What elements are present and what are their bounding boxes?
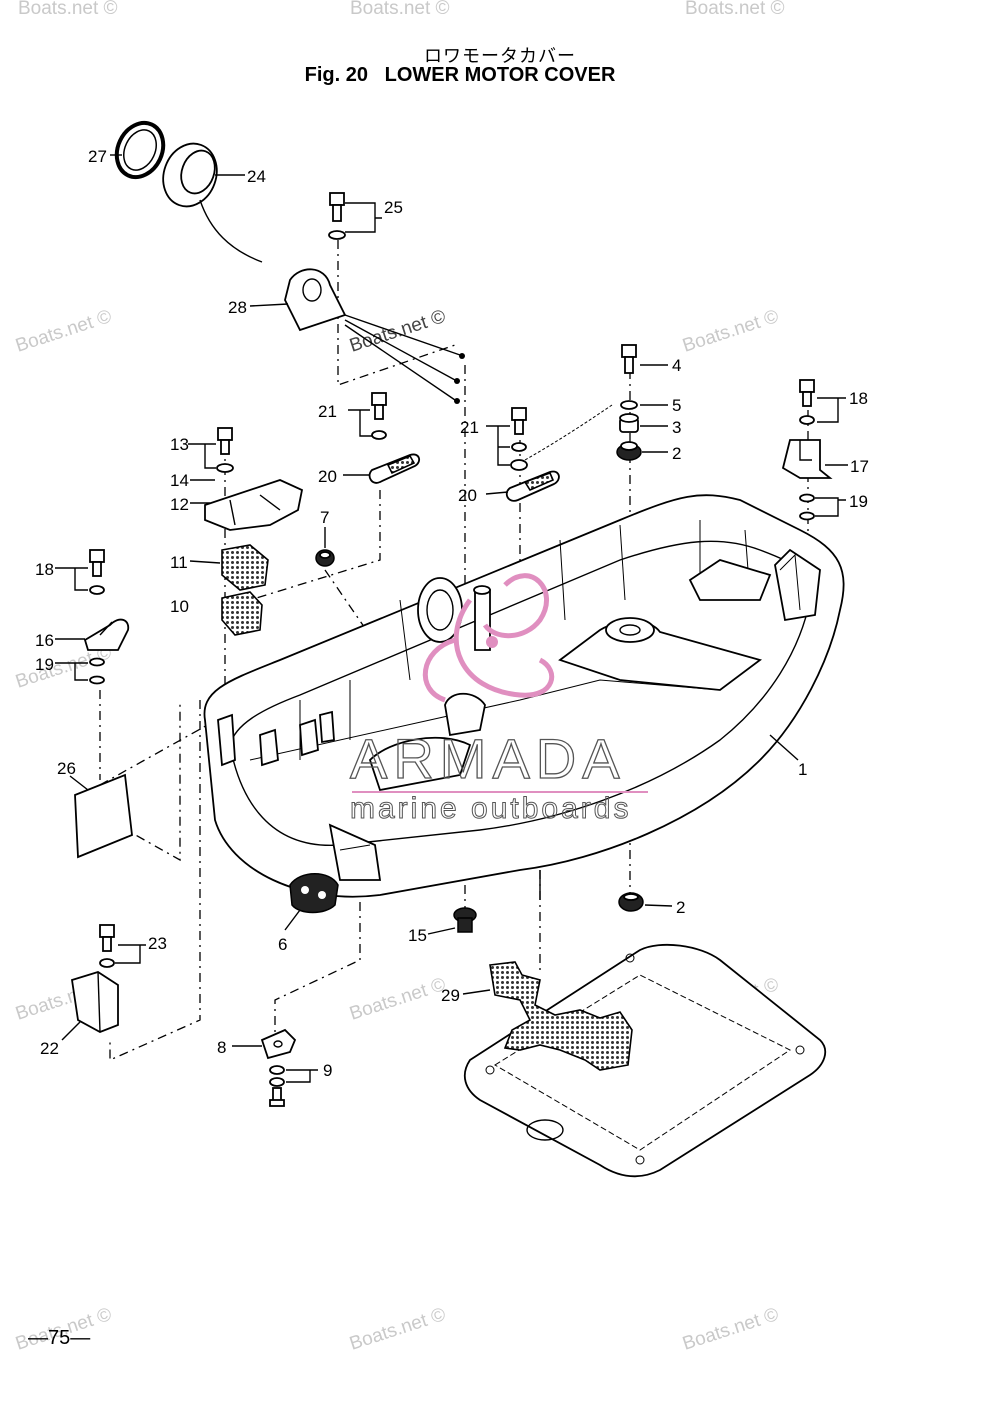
callout-28: 28 xyxy=(228,298,247,317)
callout-27: 27 xyxy=(88,147,107,166)
part-18-bolt xyxy=(799,379,815,425)
part-27-ring xyxy=(114,120,166,180)
part-7-grommet xyxy=(315,549,335,567)
callout-7: 7 xyxy=(320,508,329,527)
part-2-grommet xyxy=(616,441,642,461)
callout-6: 6 xyxy=(278,935,287,954)
part-19-washers-left xyxy=(89,657,105,685)
armada-logo: ARMADA marine outboards xyxy=(349,573,648,826)
part-20-plate-center xyxy=(505,470,560,502)
part-24-grommet xyxy=(162,142,263,263)
callout-22: 22 xyxy=(40,1039,59,1058)
callout-26: 26 xyxy=(57,759,76,778)
part-17-hook-bracket xyxy=(781,439,833,479)
part-9-bolt xyxy=(269,1065,285,1107)
callout-14: 14 xyxy=(170,471,189,490)
part-23-bolt xyxy=(99,924,115,968)
callout-19: 19 xyxy=(849,492,868,511)
part-15-grommet xyxy=(453,907,477,933)
wire xyxy=(524,404,613,461)
part-21-bolt-center xyxy=(510,407,528,471)
callout-17: 17 xyxy=(850,457,869,476)
callout-10: 10 xyxy=(170,597,189,616)
callout-16: 16 xyxy=(35,631,54,650)
callout-2-lower: 2 xyxy=(676,898,685,917)
logo-wordmark: ARMADA xyxy=(350,727,626,790)
watermark: Boats.net © xyxy=(347,1304,448,1355)
leader-lines xyxy=(55,154,848,1083)
part-6-grommet xyxy=(289,873,339,914)
callout-13: 13 xyxy=(170,435,189,454)
part-19-washers xyxy=(799,493,815,521)
watermark: Boats.net © xyxy=(680,1304,781,1355)
figure-title-japanese: ロワモータカバー xyxy=(424,46,576,67)
watermark: Boats.net © xyxy=(347,974,448,1025)
part-10-pad xyxy=(221,591,263,636)
part-2-grommet-lower xyxy=(618,892,644,912)
figure-title: Fig. 20 LOWER MOTOR COVER xyxy=(0,64,920,87)
callout-18: 18 xyxy=(849,389,868,408)
page-number: —75— xyxy=(28,1327,91,1349)
callout-20-center: 20 xyxy=(458,486,477,505)
callout-21: 21 xyxy=(318,402,337,421)
callout-23: 23 xyxy=(148,934,167,953)
callout-24: 24 xyxy=(247,167,266,186)
callout-labels: 1 2 2 3 4 5 6 7 8 9 10 11 12 13 14 15 16… xyxy=(35,147,869,1080)
figure-title-english: LOWER MOTOR COVER xyxy=(384,64,616,86)
callout-3: 3 xyxy=(672,418,681,437)
watermark: Boats.net © xyxy=(680,306,781,357)
part-8-nut-plate xyxy=(260,1028,297,1060)
part-26-label xyxy=(74,773,133,859)
part-14-washer xyxy=(216,463,234,473)
base-plate xyxy=(463,943,827,1178)
part-20-plate xyxy=(368,453,421,484)
callout-11: 11 xyxy=(170,553,188,572)
part-13-bolt xyxy=(217,427,233,455)
callout-15: 15 xyxy=(408,926,427,945)
callout-8: 8 xyxy=(217,1038,226,1057)
callout-18-left: 18 xyxy=(35,560,54,579)
part-5-washer xyxy=(620,400,638,410)
part-28-bracket xyxy=(284,268,465,404)
part-11-pad xyxy=(221,544,269,591)
part-4-bolt xyxy=(621,344,637,374)
part-22-bracket xyxy=(70,971,119,1033)
part-12-bracket xyxy=(204,479,304,531)
watermark: Boats.net © xyxy=(685,0,785,19)
logo-subtext: marine outboards xyxy=(350,792,631,825)
callout-4: 4 xyxy=(672,356,681,375)
callout-12: 12 xyxy=(170,495,189,514)
callout-1: 1 xyxy=(798,760,807,779)
watermark: Boats.net © xyxy=(18,0,118,19)
callout-19-left: 19 xyxy=(35,655,54,674)
callout-20: 20 xyxy=(318,467,337,486)
part-29-seal xyxy=(489,961,633,1071)
part-3-collar xyxy=(619,413,639,433)
callout-21-center: 21 xyxy=(460,418,479,437)
callout-29: 29 xyxy=(441,986,460,1005)
part-16-hook-bracket xyxy=(83,618,130,651)
callout-2: 2 xyxy=(672,444,681,463)
callout-9: 9 xyxy=(323,1061,332,1080)
watermark: Boats.net © xyxy=(350,0,450,19)
callout-25: 25 xyxy=(384,198,403,217)
part-25-bolt xyxy=(328,192,346,240)
part-21-bolt xyxy=(371,392,387,440)
callout-5: 5 xyxy=(672,396,681,415)
part-18-bolt-left xyxy=(89,549,105,595)
figure-label: Fig. 20 xyxy=(304,64,368,86)
watermark: Boats.net © xyxy=(13,306,114,357)
